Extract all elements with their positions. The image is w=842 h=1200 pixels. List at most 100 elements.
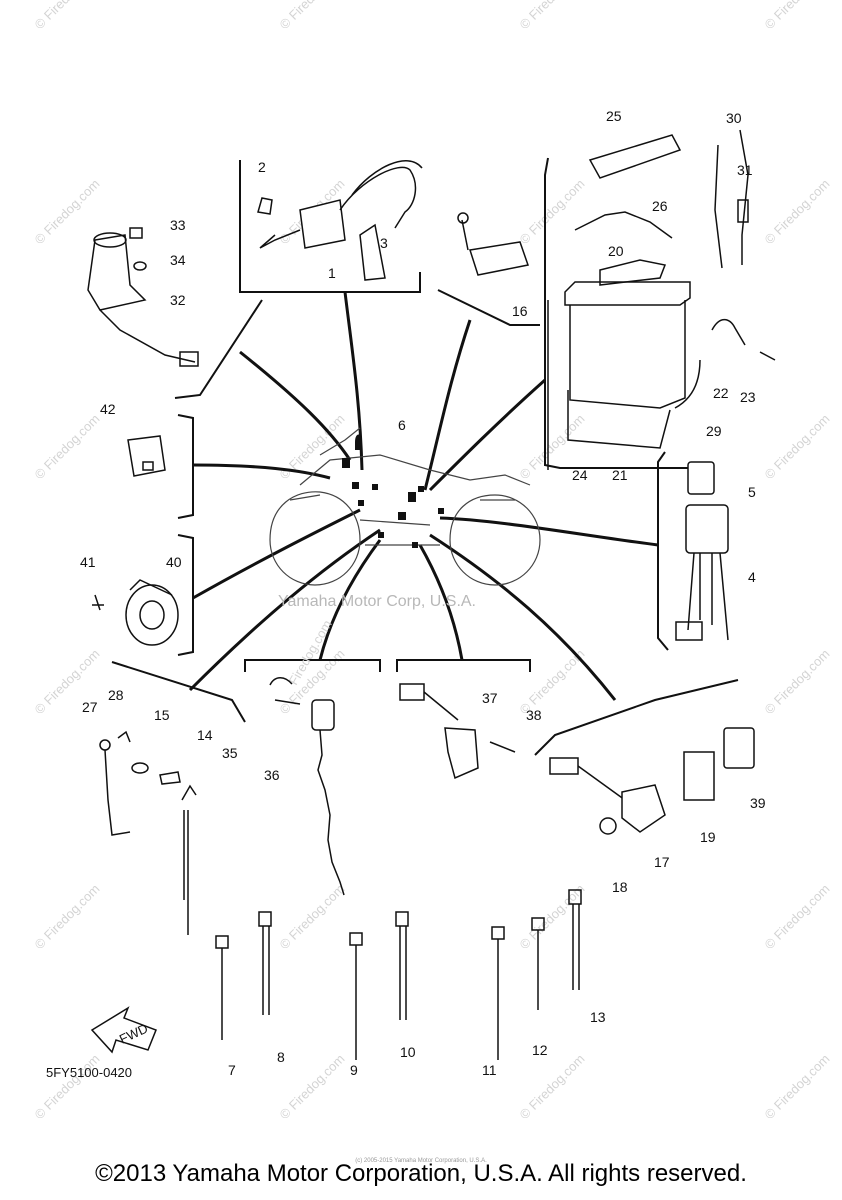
- small-copyright: (c) 2005-2015 Yamaha Motor Corporation, …: [355, 1158, 487, 1164]
- horn-part: [92, 579, 179, 646]
- vehicle-connectors: [342, 434, 444, 548]
- watermark-tile: © Firedog.com: [762, 646, 833, 717]
- callout-1: 1: [328, 265, 336, 281]
- fwd-arrow-icon: FWD: [90, 1006, 157, 1054]
- callout-24: 24: [572, 467, 588, 483]
- callout-17: 17: [654, 854, 670, 870]
- callout-18: 18: [612, 879, 628, 895]
- callout-19: 19: [700, 829, 716, 845]
- watermark-tile: © Firedog.com: [762, 881, 833, 952]
- leader-line-right-group: [429, 533, 617, 701]
- callout-4: 4: [748, 569, 756, 585]
- brake-switch-37-part: [399, 683, 516, 780]
- leader-line-switch-36: [318, 539, 382, 661]
- callout-33: 33: [170, 217, 186, 233]
- watermark-tile: © Firedog.com: [32, 0, 103, 32]
- callout-39: 39: [750, 795, 766, 811]
- copyright-text: ©2013 Yamaha Motor Corporation, U.S.A. A…: [95, 1160, 747, 1187]
- callout-11: 11: [482, 1062, 497, 1078]
- watermark-tile: © Firedog.com: [762, 176, 833, 247]
- callout-28: 28: [108, 687, 124, 703]
- callout-23: 23: [740, 389, 756, 405]
- callout-29: 29: [706, 423, 722, 439]
- callout-27: 27: [82, 699, 98, 715]
- watermark-tile: © Firedog.com: [762, 411, 833, 482]
- watermark-tile: © Firedog.com: [517, 1051, 588, 1122]
- callout-9: 9: [350, 1062, 358, 1078]
- callout-13: 13: [590, 1009, 606, 1025]
- panel-outline-left-group: [111, 661, 246, 723]
- callout-25: 25: [606, 108, 622, 124]
- watermark-tile: © Firedog.com: [32, 176, 103, 247]
- panel-outline-right-group: [534, 679, 739, 756]
- callout-41: 41: [80, 554, 96, 570]
- cable-ties: [215, 889, 582, 1060]
- watermark-tile: © Firedog.com: [277, 881, 348, 952]
- panel-outline-rectifier: [437, 289, 540, 326]
- leader-line-cdi: [439, 516, 659, 547]
- callout-12: 12: [532, 1042, 548, 1058]
- callout-40: 40: [166, 554, 182, 570]
- panel-outline-cdi: [657, 451, 669, 651]
- callout-42: 42: [100, 401, 116, 417]
- callout-22: 22: [713, 385, 729, 401]
- leader-line-horn: [192, 508, 361, 600]
- leader-line-rectifier: [423, 319, 472, 491]
- panel-outline-horn: [177, 534, 194, 656]
- callout-20: 20: [608, 243, 624, 259]
- callout-2: 2: [258, 159, 266, 175]
- callout-36: 36: [264, 767, 280, 783]
- neutral-switch-group-part: [99, 730, 197, 935]
- leader-line-battery: [428, 378, 546, 492]
- callout-34: 34: [170, 252, 186, 268]
- callout-26: 26: [652, 198, 668, 214]
- brake-switch-36-part: [269, 677, 345, 896]
- callout-5: 5: [748, 484, 756, 500]
- callout-6: 6: [398, 417, 406, 433]
- vehicle-outline: [269, 427, 541, 586]
- part-code-label: 5FY5100-0420: [46, 1065, 132, 1080]
- leader-line-left-group: [188, 528, 381, 692]
- callout-3: 3: [380, 235, 388, 251]
- watermark-tile: © Firedog.com: [277, 0, 348, 32]
- callout-21: 21: [612, 467, 628, 483]
- watermark-tile: © Firedog.com: [762, 0, 833, 32]
- watermark-tile: © Firedog.com: [32, 1051, 103, 1122]
- ignition-coil-part: [257, 160, 423, 281]
- cdi-unit-part: [675, 461, 729, 641]
- watermark-tile: © Firedog.com: [517, 176, 588, 247]
- leader-line-switch-37: [418, 544, 464, 661]
- leader-line-main-switch: [239, 350, 352, 461]
- panel-outline-switch-36: [244, 659, 381, 672]
- watermark-tile: © Firedog.com: [762, 1051, 833, 1122]
- starter-relay-group-part: [549, 727, 755, 835]
- watermark-tile: © Firedog.com: [32, 881, 103, 952]
- relay-part: [127, 435, 166, 477]
- rectifier-part: [457, 212, 529, 276]
- callout-8: 8: [277, 1049, 285, 1065]
- panel-outline-relay-42: [177, 414, 194, 519]
- callout-16: 16: [512, 303, 528, 319]
- battery-part: [547, 129, 776, 470]
- callout-14: 14: [197, 727, 213, 743]
- callout-37: 37: [482, 690, 498, 706]
- center-watermark: Yamaha Motor Corp, U.S.A.: [278, 593, 476, 610]
- watermark-tile: © Firedog.com: [517, 0, 588, 32]
- leader-line-relay: [192, 463, 331, 480]
- main-switch-part: [87, 227, 199, 367]
- watermark-tile: © Firedog.com: [517, 881, 588, 952]
- callout-7: 7: [228, 1062, 236, 1078]
- panel-outline-battery: [544, 157, 705, 469]
- callout-31: 31: [737, 162, 753, 178]
- watermark-tile: © Firedog.com: [32, 411, 103, 482]
- panel-outline-ignition-coil: [239, 160, 421, 293]
- panel-outline-switch-37: [396, 659, 531, 672]
- watermark-tile: © Firedog.com: [277, 1051, 348, 1122]
- callout-32: 32: [170, 292, 186, 308]
- callout-15: 15: [154, 707, 170, 723]
- panel-outline-main-switch: [174, 299, 263, 399]
- callout-10: 10: [400, 1044, 416, 1060]
- callout-38: 38: [526, 707, 542, 723]
- callout-30: 30: [726, 110, 742, 126]
